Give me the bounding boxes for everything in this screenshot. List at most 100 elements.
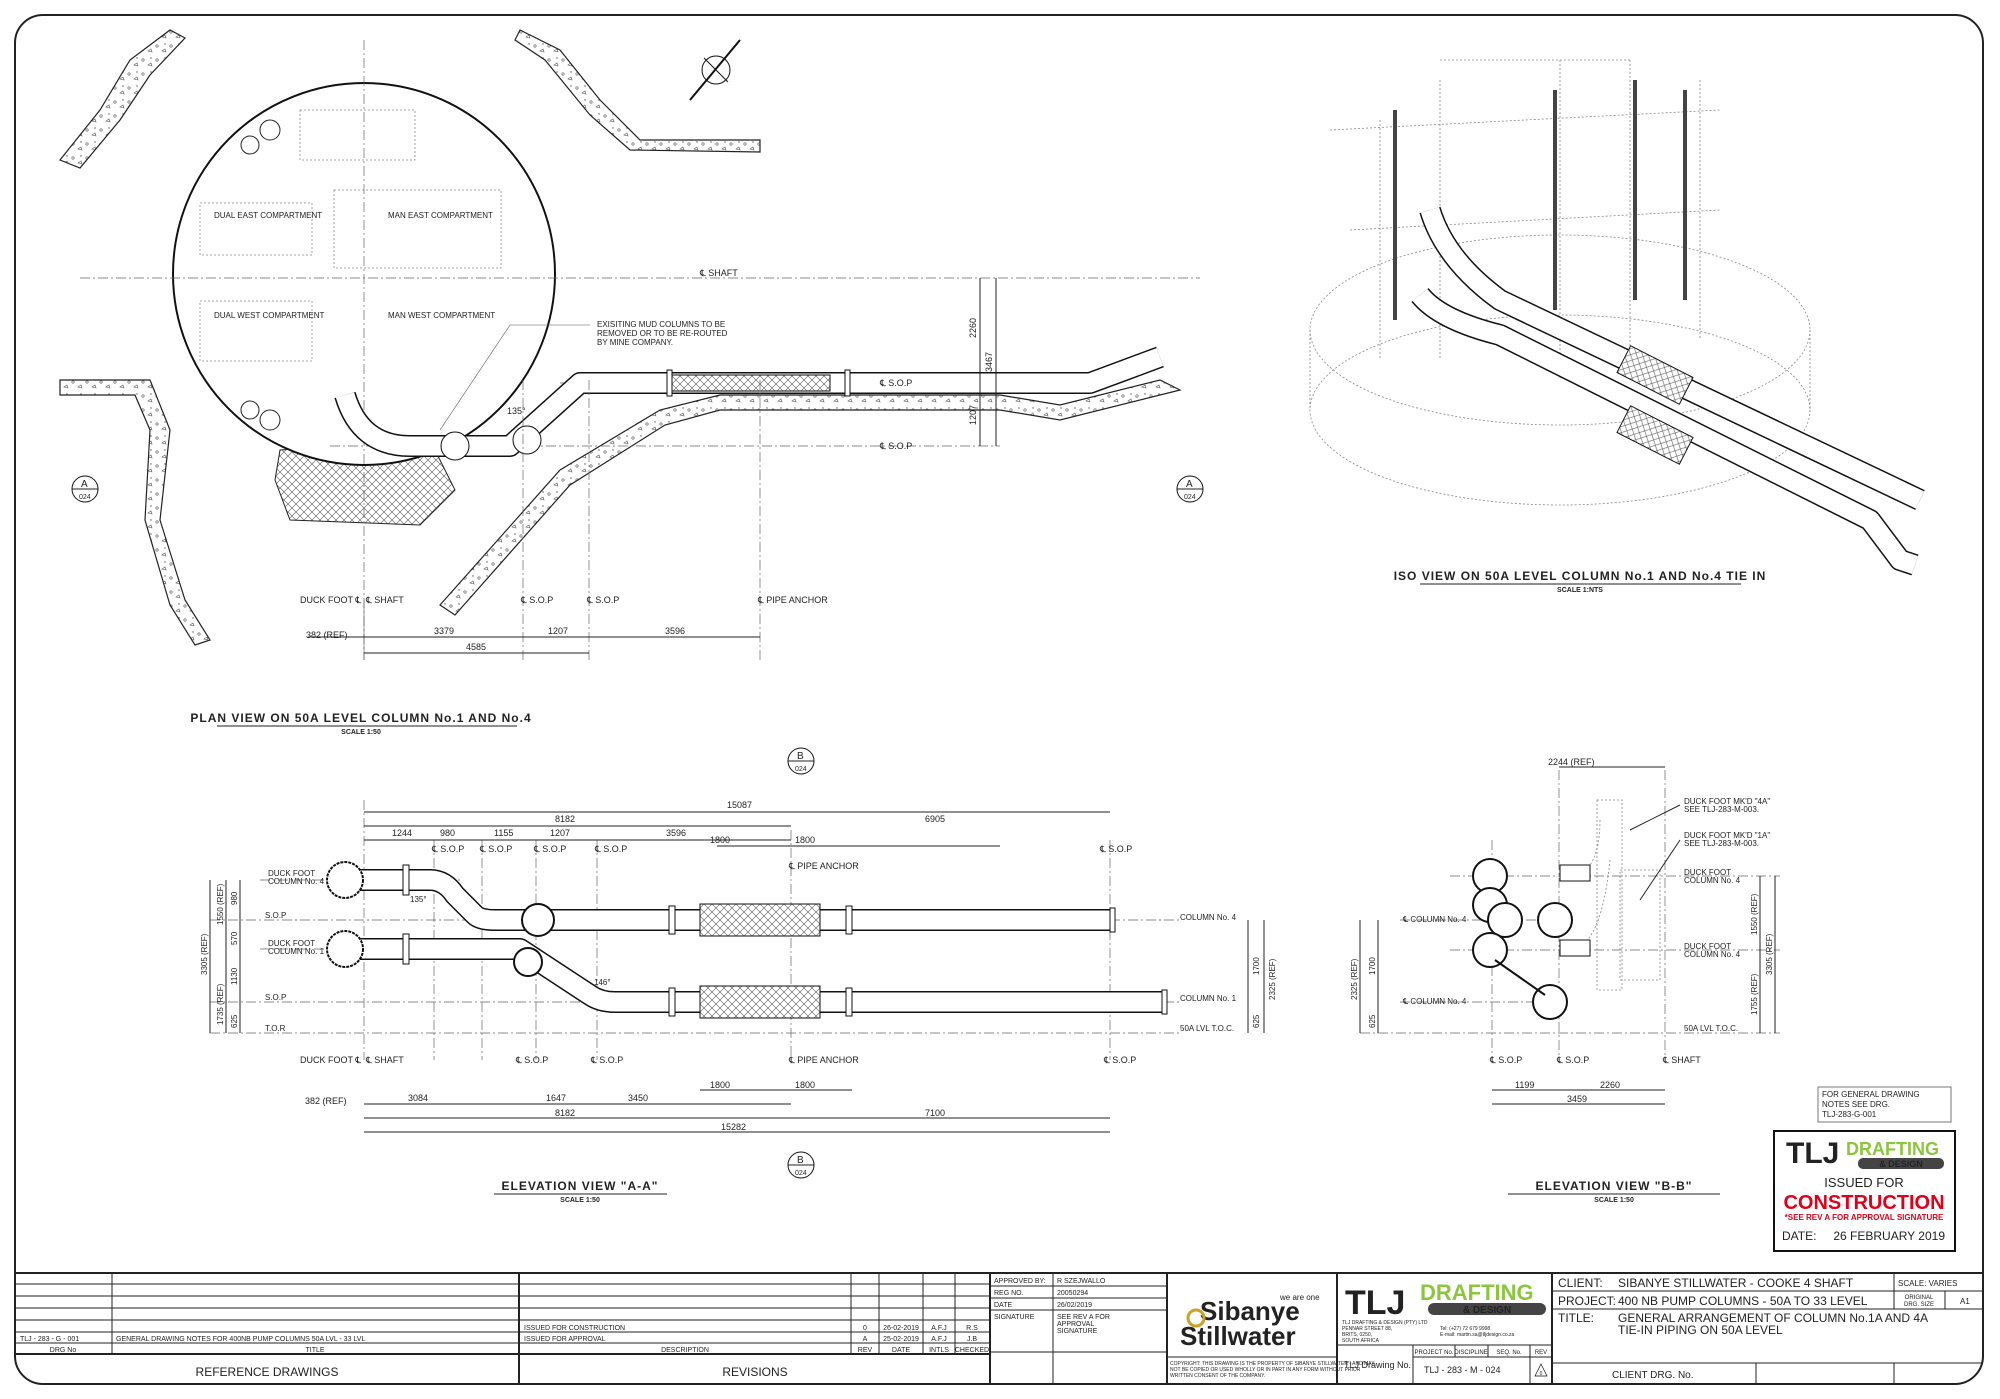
north-arrow-icon (689, 39, 741, 101)
drawing-line (402, 933, 410, 965)
drawing-line (512, 425, 542, 455)
section-mark-a[interactable]: A 024 (1176, 475, 1204, 503)
drawing-line (1109, 907, 1116, 933)
drawing-line (701, 55, 731, 85)
compartment-label: MAN WEST COMPARTMENT (388, 311, 495, 320)
angle-label: 135° (410, 895, 427, 904)
drawing-text: CLIENT DRG. No. (1612, 1370, 1694, 1381)
dim: 3596 (666, 828, 686, 838)
stamp-date: 26 FEBRUARY 2019 (1833, 1229, 1945, 1243)
section-mark-b[interactable]: B 024 (787, 747, 815, 775)
elevation-view-aa: B 024 B 024 15087 8182 6905 1244 980 115… (200, 747, 1277, 1204)
drawing-line (340, 939, 1165, 1012)
drawing-text: FOR GENERAL DRAWING (1822, 1090, 1920, 1099)
dim: 1199 (1515, 1080, 1534, 1090)
dim: 1755 (REF) (1750, 973, 1759, 1015)
drawing-text: Sibanye (1200, 1296, 1300, 1326)
drawing-text: ORIGINAL (1905, 1295, 1934, 1301)
drawing-line (1773, 1130, 1956, 1252)
drawing-text: 0 (1540, 1371, 1543, 1377)
drawing-text: SCALE: VARIES (1898, 1279, 1957, 1288)
tlj-logo: TLJ (1345, 1284, 1405, 1322)
ref-label: COLUMN No. 4 (268, 877, 325, 886)
dim: 2325 (REF) (1268, 958, 1277, 1000)
sibanye-stillwater-logo: we are one Sibanye Stillwater COPYRIGHT:… (1167, 1293, 1375, 1379)
drawing-text: DRAFTING (1846, 1139, 1939, 1159)
dim: 1207 (548, 626, 568, 636)
drawing-line (326, 861, 364, 899)
ref-label: ℄ PIPE ANCHOR (757, 595, 828, 605)
drawing-line (669, 374, 831, 392)
drawing-text: A (863, 1336, 868, 1343)
drawing-line (402, 864, 1168, 1017)
drawing-line (259, 409, 281, 431)
drawing-text: PROJECT No. (1415, 1350, 1454, 1356)
drawing-line (299, 109, 416, 161)
section-mark-b[interactable]: B 024 (787, 1151, 815, 1179)
dim: 1647 (546, 1093, 566, 1103)
drawing-text: CHECKED (955, 1347, 989, 1354)
note-line: DUCK FOOT MK'D "4A" (1684, 797, 1770, 806)
drawing-text: A (81, 479, 88, 490)
drawing-line (513, 947, 543, 977)
view-title: ELEVATION VIEW "B-B" (1536, 1179, 1693, 1193)
drawing-line (1428, 1303, 1546, 1315)
ref-label: ℄ PIPE ANCHOR (788, 861, 859, 871)
drawing-text: ISSUED FOR (1824, 1175, 1903, 1190)
drawing-line (1616, 405, 1694, 465)
drawing-line (1639, 839, 1681, 901)
drawing-line (340, 870, 1112, 930)
ref-label: ℄ S.O.P (533, 844, 566, 854)
view-title: ELEVATION VIEW "A-A" (502, 1179, 659, 1193)
drawing-line (1817, 1086, 1952, 1123)
drawing-title: GENERAL ARRANGEMENT OF COLUMN No.1A AND … (1618, 1311, 1928, 1325)
tlj-drawing-number: TLJ - 283 - M - 024 (1424, 1365, 1501, 1375)
dim: 2244 (REF) (1548, 757, 1595, 767)
rock-wall (514, 29, 761, 153)
ref-label: ℄ S.O.P (479, 844, 512, 854)
plan-view: DUAL EAST COMPARTMENT MAN EAST COMPARTME… (59, 29, 1204, 736)
drawing-text: WRITTEN CONSENT OF THE COMPANY. (1170, 1373, 1265, 1379)
reference-drawings-heading: REFERENCE DRAWINGS (196, 1365, 339, 1379)
rock-wall (59, 379, 211, 646)
drawing-text: DATE (892, 1347, 910, 1354)
dim: 1550 (REF) (216, 883, 225, 925)
drawing-text: DRG No (50, 1347, 77, 1354)
ref-label: ℄ SHAFT (365, 595, 404, 605)
drawing-line (240, 400, 260, 420)
ref-drg-no: TLJ - 283 - G - 001 (20, 1336, 79, 1343)
drawing-text: INTLS (929, 1347, 949, 1354)
ref-label: ℄ S.O.P (1099, 844, 1132, 854)
drawing-line (326, 930, 364, 968)
title-block: TLJ - 283 - G - 001 GENERAL DRAWING NOTE… (15, 1272, 1983, 1384)
drawing-line (1559, 799, 1661, 991)
view-title: ISO VIEW ON 50A LEVEL COLUMN No.1 AND No… (1394, 569, 1767, 583)
drawing-line (668, 987, 676, 1017)
drawing-line (1329, 109, 1721, 131)
drawing-line (521, 903, 555, 937)
note-line: REMOVED OR TO BE RE-ROUTED (597, 329, 728, 338)
drawing-text: PENNAR STREET 88, (1342, 1326, 1392, 1332)
drawing-line (1559, 939, 1591, 957)
dim: 980 (440, 828, 455, 838)
section-mark-a[interactable]: A 024 (71, 475, 99, 503)
ref-label: ℄ SHAFT (365, 1055, 404, 1065)
dim: 625 (1252, 1014, 1261, 1028)
dim: 1130 (230, 967, 239, 985)
drawing-text: PROJECT: (1558, 1294, 1616, 1308)
dim: 1735 (REF) (216, 983, 225, 1025)
note-line: EXISITING MUD COLUMNS TO BE (597, 320, 725, 329)
tlj-logo: TLJ (1786, 1137, 1839, 1170)
drawing-text: DESCRIPTION (661, 1347, 709, 1354)
dim: 15282 (721, 1122, 746, 1132)
drawing-text: we are one (1279, 1293, 1320, 1302)
drawing-text: NOT BE COPIED OR USED WHOLLY OR IN PART … (1170, 1367, 1361, 1373)
revisions-heading: REVISIONS (722, 1365, 787, 1379)
ref-label: DUCK FOOT (268, 939, 315, 948)
drawing-text: REV (858, 1347, 873, 1354)
drawing-text: DATE (994, 1302, 1012, 1309)
drawing-line (845, 905, 853, 935)
drawing-text: & DESIGN (1463, 1305, 1511, 1316)
drawing-text: APPROVAL (1057, 1321, 1094, 1328)
